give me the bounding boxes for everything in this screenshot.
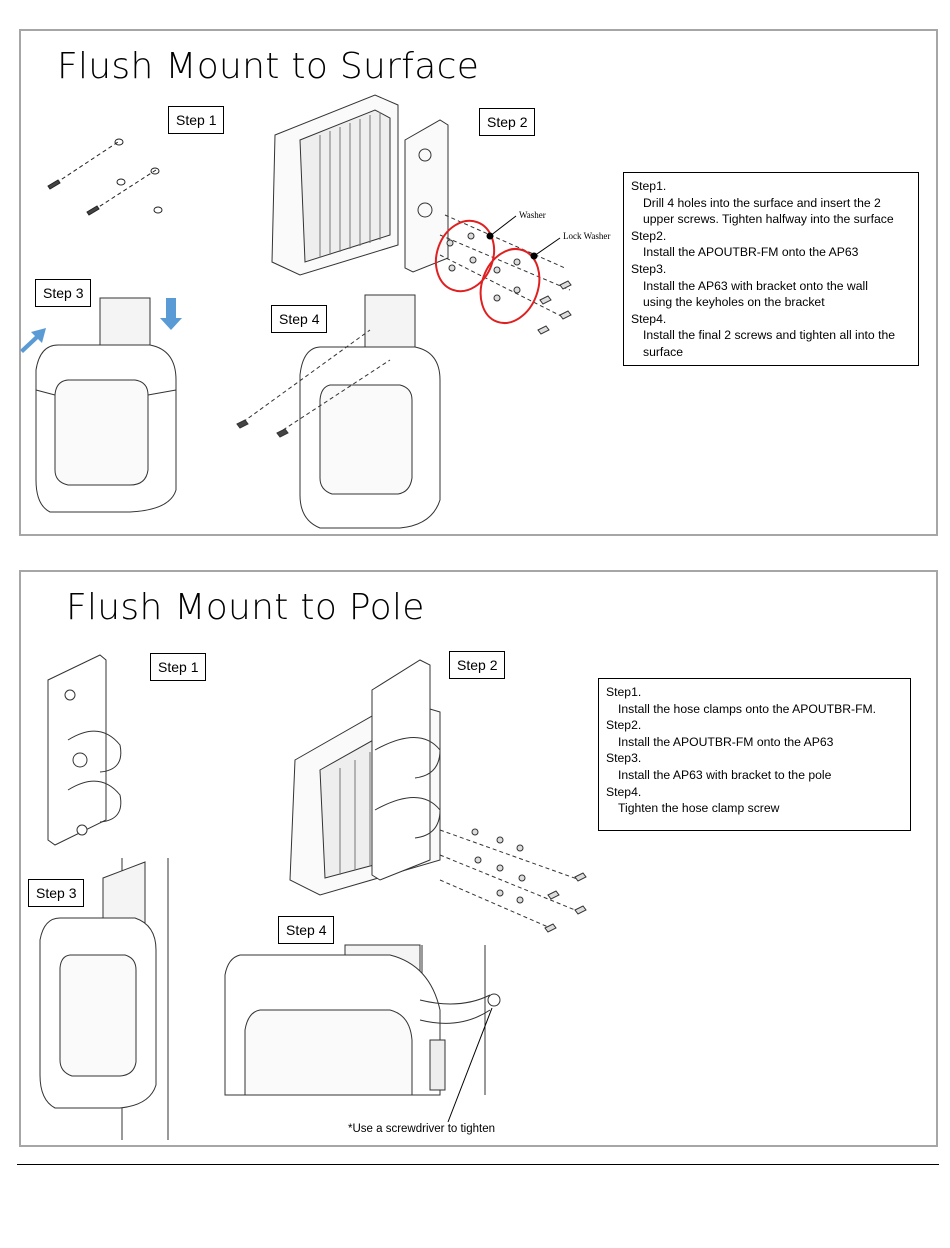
pole-step1-label: Step 1 <box>150 653 207 681</box>
pole-step2-label: Step 2 <box>449 651 506 679</box>
instruction-text: Install the AP63 with bracket onto the w… <box>643 278 868 293</box>
instruction-text: surface <box>643 344 683 359</box>
instruction-heading: Step2. <box>606 718 642 733</box>
surface-instructions: Step1. Drill 4 holes into the surface and… <box>623 172 919 366</box>
pole-title: Flush Mount to Pole <box>66 587 425 628</box>
surface-step2-label: Step 2 <box>479 108 536 136</box>
instruction-heading: Step4. <box>606 784 642 799</box>
surface-step4-label: Step 4 <box>271 305 328 333</box>
instruction-text: Install the AP63 with bracket to the pol… <box>618 767 832 782</box>
pole-instructions: Step1. Install the hose clamps onto the A… <box>598 678 911 831</box>
surface-step1-label: Step 1 <box>168 106 225 134</box>
pole-step4-label: Step 4 <box>278 916 335 944</box>
instruction-text: Install the final 2 screws and tighten a… <box>643 328 896 343</box>
washer-callout: Washer <box>519 210 546 220</box>
instruction-heading: Step2. <box>631 228 667 243</box>
footer-rule <box>17 1164 939 1165</box>
pole-step3-label: Step 3 <box>28 879 85 907</box>
instruction-text: using the keyholes on the bracket <box>643 295 825 310</box>
instruction-text: Install the APOUTBR-FM onto the AP63 <box>643 245 859 260</box>
instruction-text: Install the APOUTBR-FM onto the AP63 <box>618 734 834 749</box>
instruction-heading: Step3. <box>631 261 667 276</box>
surface-title: Flush Mount to Surface <box>57 46 480 87</box>
instruction-text: Install the hose clamps onto the APOUTBR… <box>618 701 877 716</box>
instruction-text: Tighten the hose clamp screw <box>618 801 780 816</box>
instruction-heading: Step3. <box>606 751 642 766</box>
instruction-heading: Step1. <box>606 685 642 699</box>
instruction-heading: Step4. <box>631 311 667 326</box>
surface-step3-label: Step 3 <box>35 279 92 307</box>
screwdriver-note: *Use a screwdriver to tighten <box>348 1123 496 1135</box>
lock-washer-callout: Lock Washer <box>563 231 611 241</box>
instruction-text: upper screws. Tighten halfway into the s… <box>643 212 894 227</box>
instruction-text: Drill 4 holes into the surface and inser… <box>643 195 881 210</box>
instruction-heading: Step1. <box>631 179 667 193</box>
